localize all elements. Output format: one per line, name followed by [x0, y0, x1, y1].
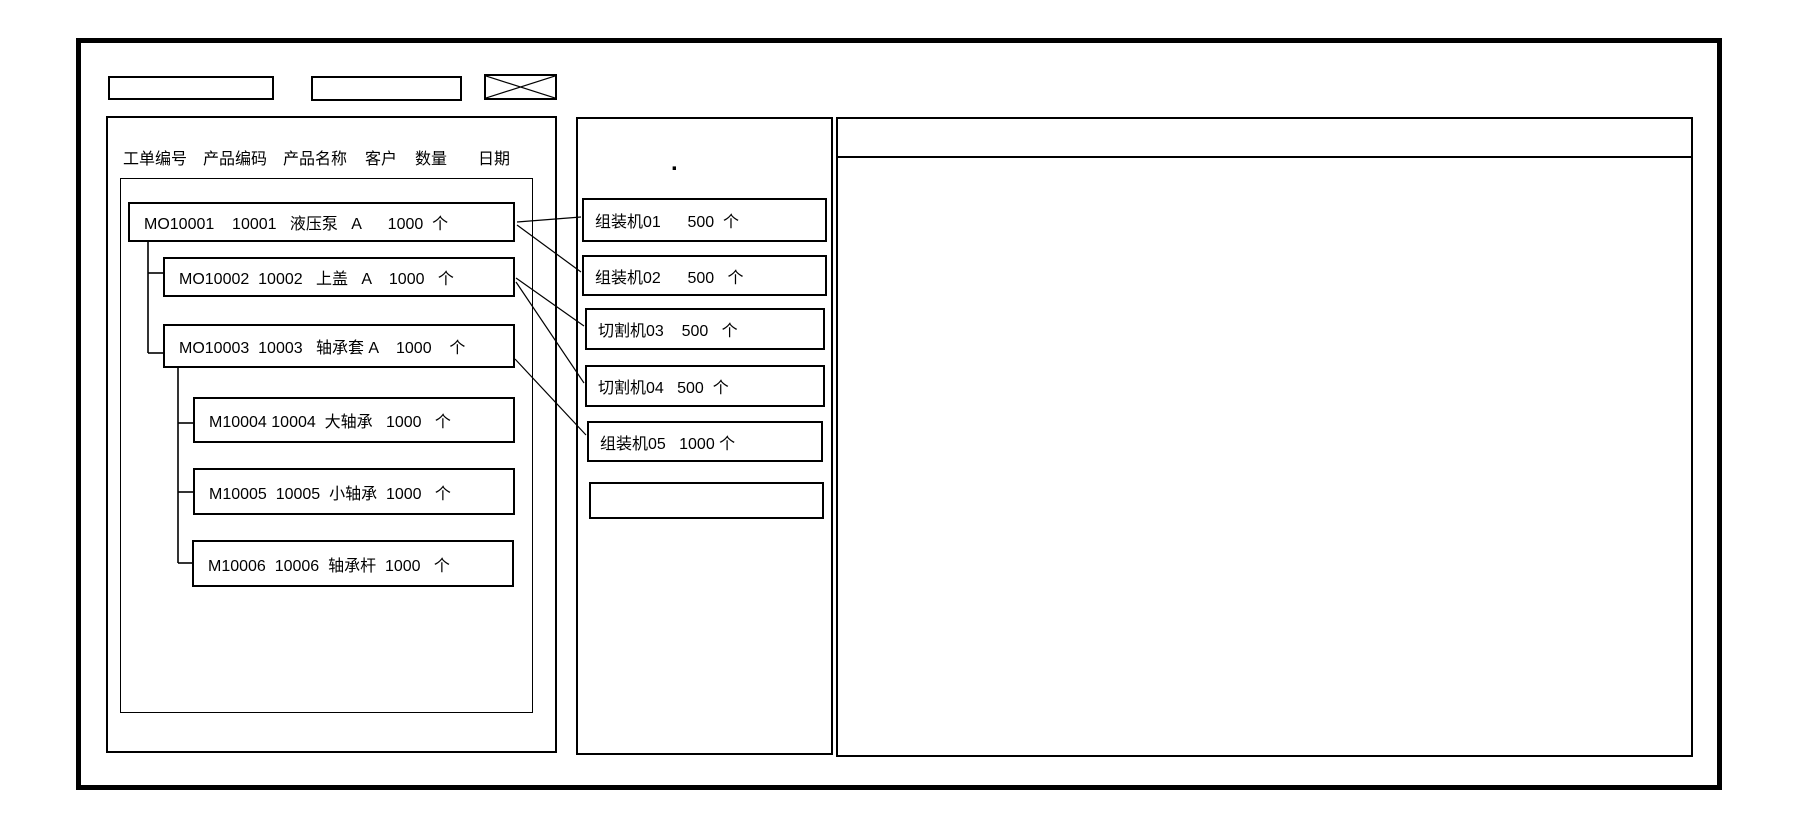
column-header-order-no: 工单编号: [123, 151, 188, 168]
column-header-customer: 客户: [365, 151, 398, 168]
toolbar-field-1[interactable]: [108, 76, 274, 100]
order-node-m10004[interactable]: M10004 10004 大轴承 1000 个: [193, 397, 515, 443]
column-header-date: 日期: [478, 151, 511, 168]
column-header-product-name: 产品名称: [283, 151, 348, 168]
stray-dot: .: [671, 149, 678, 176]
toolbar-field-2[interactable]: [311, 76, 462, 101]
column-header-product-code: 产品编码: [203, 151, 268, 168]
machine-node-4[interactable]: 切割机04 500 个: [585, 365, 825, 407]
order-tree-container: [120, 178, 533, 713]
machine-node-2[interactable]: 组装机02 500 个: [582, 255, 827, 296]
machine-node-1[interactable]: 组装机01 500 个: [582, 198, 827, 242]
order-node-m10005[interactable]: M10005 10005 小轴承 1000 个: [193, 468, 515, 515]
x-glyph: [485, 75, 556, 99]
schedule-panel: [836, 117, 1693, 757]
machine-node-empty[interactable]: [589, 482, 824, 519]
close-icon[interactable]: [484, 74, 557, 100]
order-node-mo10001[interactable]: MO10001 10001 液压泵 A 1000 个: [128, 202, 515, 242]
order-node-m10006[interactable]: M10006 10006 轴承杆 1000 个: [192, 540, 514, 587]
order-node-mo10002[interactable]: MO10002 10002 上盖 A 1000 个: [163, 257, 515, 297]
column-header-quantity: 数量: [415, 151, 448, 168]
schedule-panel-header-divider: [836, 156, 1693, 158]
machine-node-3[interactable]: 切割机03 500 个: [585, 308, 825, 350]
order-node-mo10003[interactable]: MO10003 10003 轴承套 A 1000 个: [163, 324, 515, 368]
machine-node-5[interactable]: 组装机05 1000 个: [587, 421, 823, 462]
